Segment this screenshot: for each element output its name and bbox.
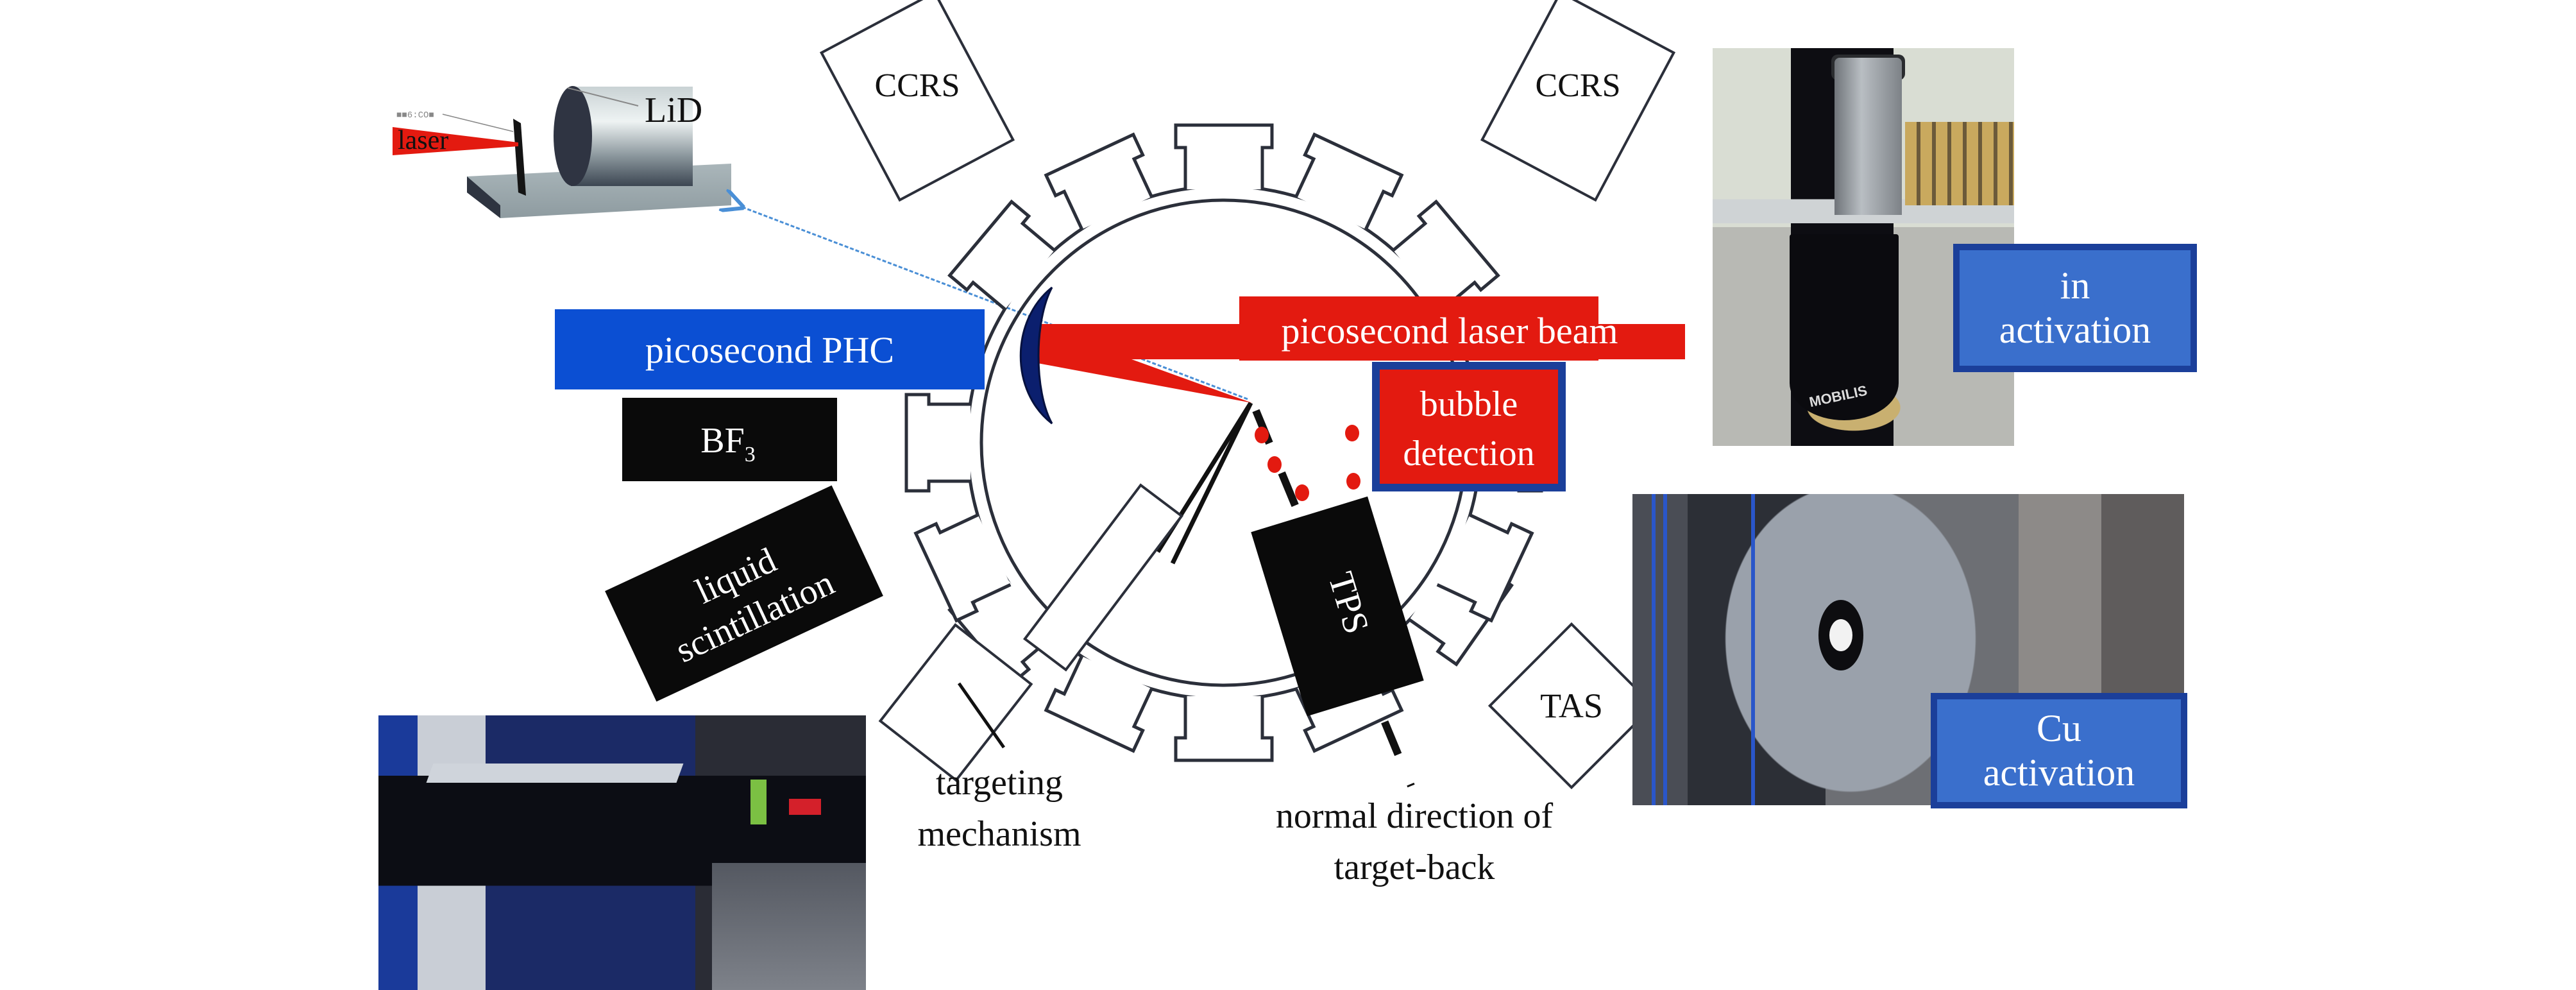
green-bottle <box>750 780 767 824</box>
picosecond-phc: picosecond PHC <box>555 309 985 389</box>
laser-label: laser <box>398 126 448 155</box>
chamber-port <box>913 513 1012 623</box>
bubble-detection: bubble detection <box>1372 362 1566 491</box>
bubble-dot <box>1345 425 1359 441</box>
focusing-mirror <box>1019 286 1053 425</box>
chamber-port <box>947 199 1056 311</box>
ccrs-left: CCRS <box>819 0 1015 202</box>
target-stalk <box>1156 402 1253 565</box>
sample-cylinder <box>1835 58 1902 215</box>
pmt-detector <box>1790 234 1899 420</box>
shield-top <box>426 764 684 783</box>
blue-cable <box>1751 494 1755 805</box>
bubble-label-line1: bubble <box>1420 384 1518 424</box>
chamber-port <box>1044 132 1153 230</box>
laser-beam-label-box <box>1239 296 1598 361</box>
tas-box <box>1487 622 1656 790</box>
laser-beam-label: picosecond laser beam <box>1281 310 1618 352</box>
bubble-label-line2: detection <box>1403 434 1534 474</box>
targeting-leader-line <box>957 682 1006 749</box>
bubble-dot <box>1295 484 1309 501</box>
normal-label-line2: target-back <box>1334 848 1495 887</box>
bf3-box <box>622 398 837 481</box>
chamber-port <box>1174 696 1274 762</box>
flange-hub-insulator <box>1829 619 1852 651</box>
liquid-scintillation-photo <box>378 715 866 990</box>
targeting-label-line1: targeting <box>936 763 1063 803</box>
target-tag-tiny: ■■6:CO■ <box>396 110 434 121</box>
chamber-port <box>1044 655 1153 753</box>
red-container <box>789 799 821 815</box>
lid-inset: ■■6:CO■ laser LiD <box>393 86 731 218</box>
bubble-dots <box>1255 425 1360 501</box>
pegboard <box>1905 122 2014 205</box>
lid-base-side <box>467 176 500 218</box>
ccrs-right-box <box>1480 0 1676 202</box>
chamber-port <box>1294 132 1404 230</box>
in-activation-line1: in <box>2060 264 2090 307</box>
bubble-dot <box>1346 473 1360 490</box>
bubble-detection-box <box>1372 362 1566 491</box>
target-leader-line <box>442 114 514 132</box>
laser-beam: picosecond laser beam <box>1034 296 1685 403</box>
liquid-scintillation-box <box>605 485 883 702</box>
bubble-dot <box>1255 427 1269 443</box>
stalk-holder <box>1022 483 1184 672</box>
in-activation-line2: activation <box>1999 309 2151 351</box>
phc-box <box>555 309 985 389</box>
lab-floor <box>712 863 866 990</box>
bubble-dot <box>1267 456 1282 473</box>
lid-cylinder-face <box>554 86 592 186</box>
ccrs-right: CCRS <box>1480 0 1676 202</box>
lid-direction-arrow <box>741 207 1248 400</box>
tas-label: TAS <box>1540 687 1603 725</box>
ccrs-left-box <box>819 0 1015 202</box>
tas-detector: TAS <box>1487 622 1656 790</box>
cu-activation-line2: activation <box>1983 751 2135 794</box>
chamber-port <box>904 393 970 493</box>
chamber-port <box>1392 199 1500 311</box>
tps-detector: TPS <box>1251 496 1424 717</box>
normal-label-line1: normal direction of <box>1276 796 1554 836</box>
cu-activation-line1: Cu <box>2036 707 2081 749</box>
liquid-scintillation: liquid scintillation <box>605 485 883 702</box>
target-holder-plate <box>513 119 526 196</box>
blue-cable <box>1663 494 1667 805</box>
bf3-subscript: 3 <box>745 443 756 466</box>
bf3-detector: BF3 <box>622 398 837 481</box>
bf3-label: BF3 <box>700 421 756 466</box>
lid-label: LiD <box>645 90 702 130</box>
phc-label: picosecond PHC <box>645 329 894 371</box>
ccrs-right-label: CCRS <box>1536 67 1621 104</box>
ccrs-left-label: CCRS <box>875 67 960 104</box>
chamber-port <box>1436 513 1534 623</box>
lid-leader-line <box>567 87 639 107</box>
blue-cable <box>1652 494 1656 805</box>
tps-box <box>1251 496 1424 717</box>
chamber-port <box>1174 123 1274 189</box>
small-laser-cone <box>393 127 518 155</box>
targeting-label-line2: mechanism <box>917 814 1081 854</box>
